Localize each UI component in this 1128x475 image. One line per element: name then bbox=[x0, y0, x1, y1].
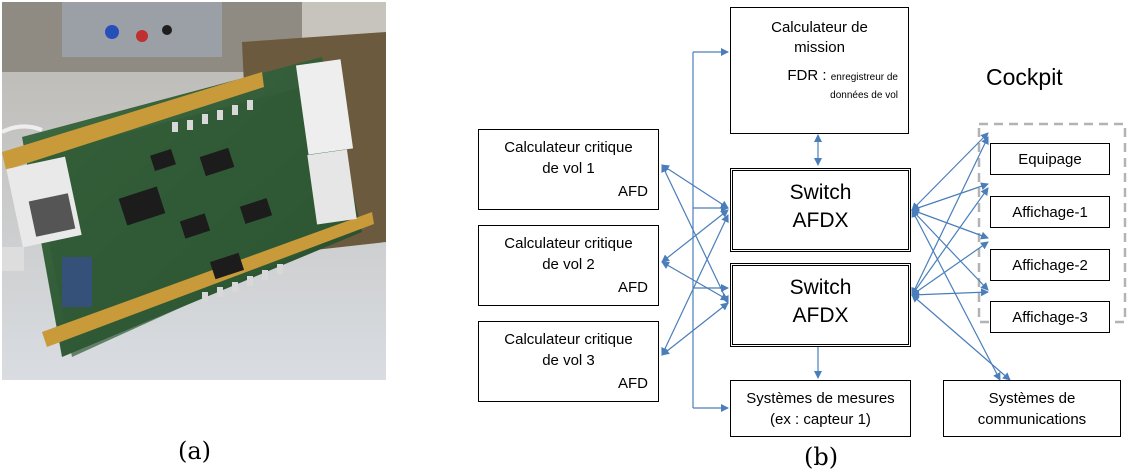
panel-a-label: (a) bbox=[178, 437, 212, 465]
link-switch1-equipage bbox=[911, 132, 989, 211]
cockpit-item-affichage-3: Affichage-3 bbox=[990, 301, 1110, 333]
measures-line2: (ex : capteur 1) bbox=[770, 411, 871, 428]
mission-line2: mission bbox=[794, 39, 845, 56]
measures-box: Systèmes de mesures (ex : capteur 1) bbox=[730, 380, 911, 437]
switch-1-line1: Switch bbox=[789, 181, 852, 204]
fdr-small-line1: enregistreur de bbox=[830, 72, 898, 83]
cockpit-title: Cockpit bbox=[986, 64, 1063, 90]
link-crit3-switch2 bbox=[661, 302, 729, 356]
measures-line1: Systèmes de mesures bbox=[746, 390, 895, 407]
switch-1-line2: AFDX bbox=[792, 209, 849, 232]
critical-1-line1: Calculateur critique bbox=[504, 139, 633, 156]
critical-computer-1: Calculateur critique de vol 1 AFD bbox=[478, 129, 659, 210]
cockpit-item-equipage: Equipage bbox=[990, 143, 1110, 175]
critical-3-line2: de vol 3 bbox=[542, 352, 595, 369]
equipage-label: Equipage bbox=[1018, 151, 1082, 168]
cockpit-item-affichage-1: Affichage-1 bbox=[990, 196, 1110, 228]
comms-line1: Systèmes de bbox=[988, 390, 1076, 407]
communications-box: Systèmes de communications bbox=[943, 380, 1121, 437]
critical-2-line2: de vol 2 bbox=[542, 256, 595, 273]
avionics-boards-photo bbox=[2, 2, 386, 380]
critical-computer-2: Calculateur critique de vol 2 AFD bbox=[478, 225, 659, 306]
critical-2-tag: AFD bbox=[618, 279, 648, 296]
critical-1-tag: AFD bbox=[618, 183, 648, 200]
affichage-2-label: Affichage-2 bbox=[1012, 257, 1088, 274]
fdr-small-line2: données de vol bbox=[830, 90, 898, 101]
critical-computer-3: Calculateur critique de vol 3 AFD bbox=[478, 321, 659, 402]
link-switch1-aff2 bbox=[911, 208, 989, 240]
afdx-switch-2: Switch AFDX bbox=[730, 263, 911, 347]
link-switch2-comms bbox=[911, 294, 1011, 381]
link-crit1-switch2 bbox=[661, 164, 729, 304]
mission-computer-box: Calculateur de mission FDR : enregistreu… bbox=[730, 7, 909, 134]
comms-line2: communications bbox=[977, 411, 1087, 428]
cockpit-item-affichage-2: Affichage-2 bbox=[990, 249, 1110, 281]
critical-1-line2: de vol 1 bbox=[542, 160, 595, 177]
link-switch2-aff2 bbox=[911, 241, 989, 296]
panel-b-label: (b) bbox=[804, 443, 839, 471]
link-switch2-aff3 bbox=[911, 288, 989, 299]
critical-2-line1: Calculateur critique bbox=[504, 235, 633, 252]
switch-2-line2: AFDX bbox=[792, 304, 849, 327]
fdr-label: FDR : enregistreur de bbox=[787, 66, 898, 87]
affichage-1-label: Affichage-1 bbox=[1012, 204, 1088, 221]
link-switch2-aff1 bbox=[911, 187, 989, 296]
link-switch2-equipage bbox=[911, 136, 989, 296]
critical-3-line1: Calculateur critique bbox=[504, 331, 633, 348]
affichage-3-label: Affichage-3 bbox=[1012, 309, 1088, 326]
switch-2-line1: Switch bbox=[789, 276, 852, 299]
link-switch1-aff1 bbox=[911, 182, 989, 212]
mission-line1: Calculateur de bbox=[771, 19, 868, 36]
afdx-switch-1: Switch AFDX bbox=[730, 168, 911, 252]
fdr-prefix: FDR : bbox=[787, 67, 827, 84]
critical-3-tag: AFD bbox=[618, 375, 648, 392]
circuit-boards-image bbox=[2, 2, 386, 380]
